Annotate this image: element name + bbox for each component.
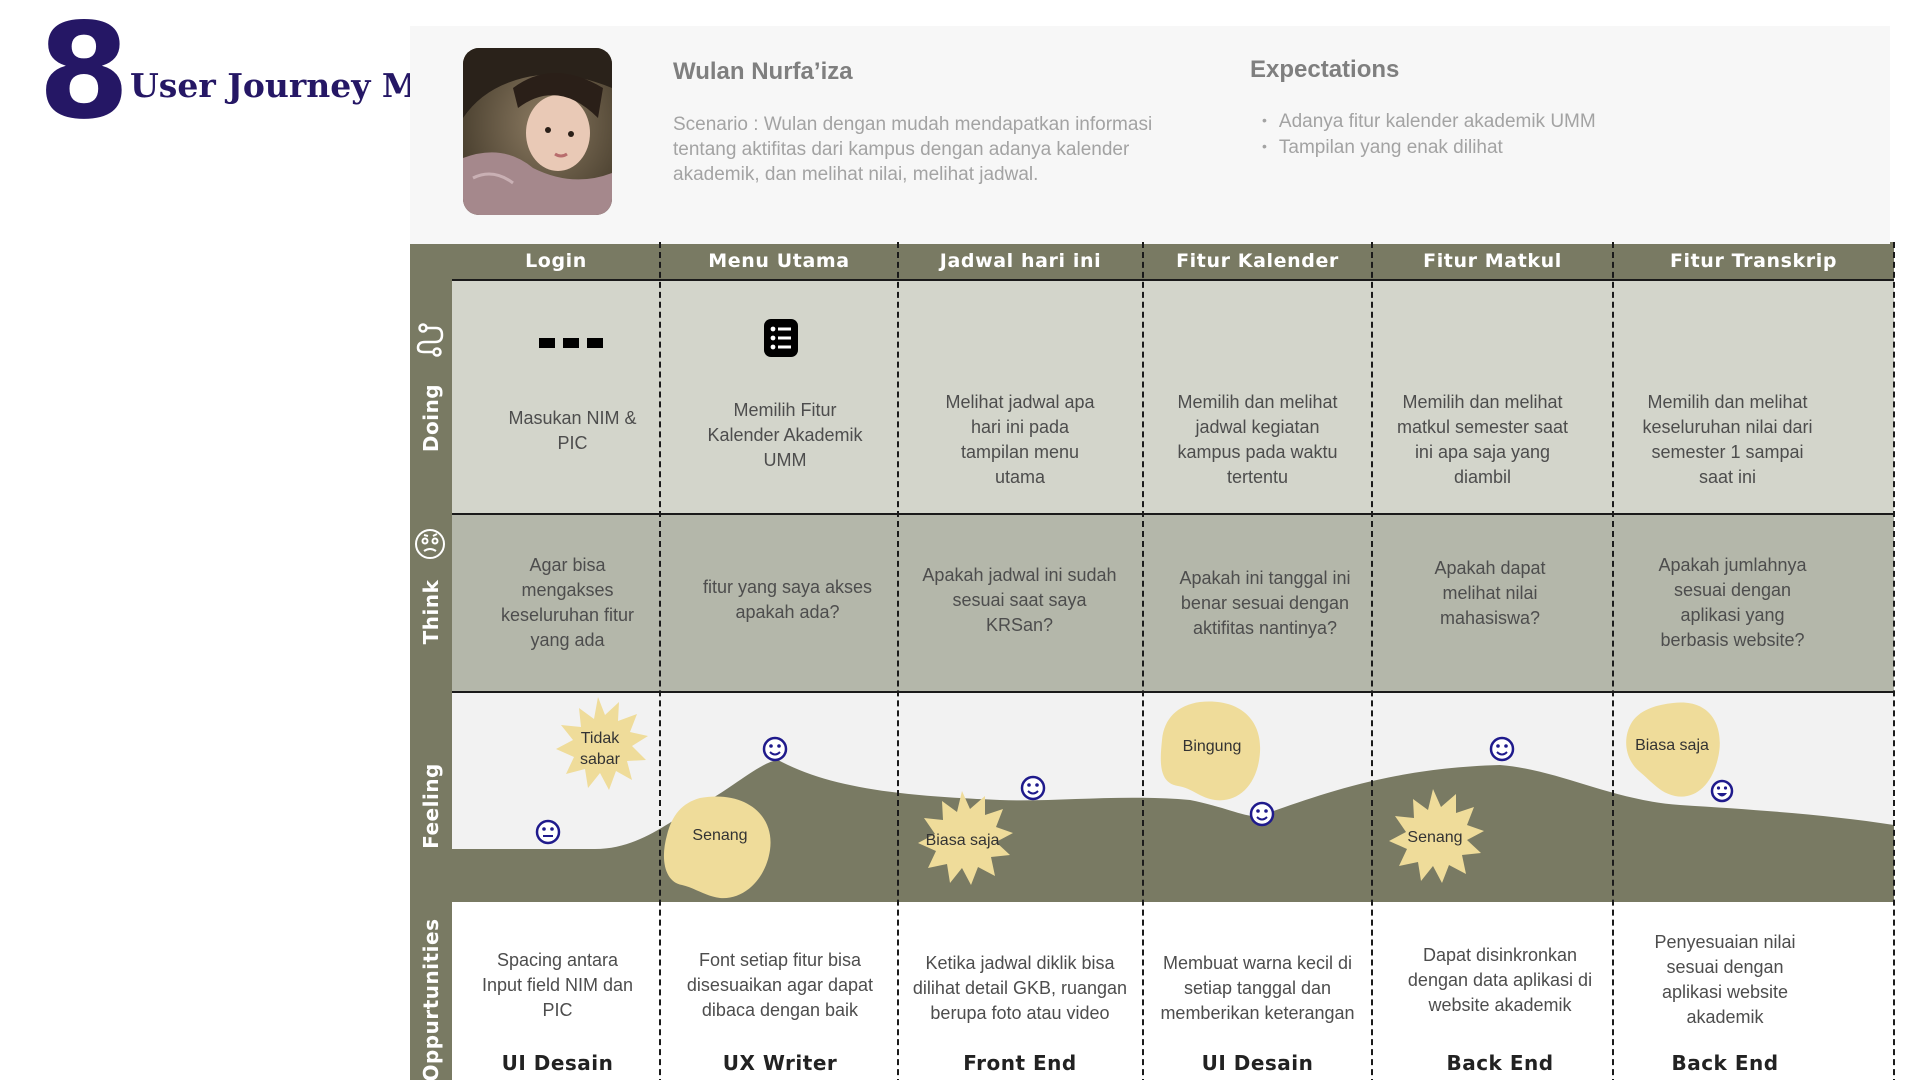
login-feeling-star [556,697,648,790]
grid-divider [452,691,1894,693]
stage-header-login: Login [525,250,587,272]
role-label: UX Writer [722,1051,838,1075]
feeling-label: Biasa saja [1635,737,1709,754]
think-cell: Apakah jadwal ini sudah sesuai saat saya… [922,564,1117,635]
smile-face-icon [762,736,788,762]
feeling-label: Tidak sabar [579,730,621,768]
doing-cell: Melihat jadwal apa hari ini pada tampila… [945,392,1095,487]
feeling-curve [452,760,1894,902]
smile-face-icon [1489,736,1515,762]
feeling-label: Bingung [1182,738,1242,755]
feeling-label: Senang [692,827,748,844]
expectations-list: Adanya fitur kalender akademik UMM Tampi… [1262,108,1596,160]
matkul-feeling-star [1389,789,1484,883]
opportunity-cell: Penyesuaian nilai sesuai dengan aplikasi… [1654,932,1796,1027]
route-icon [416,323,444,357]
opportunity-cell: Ketika jadwal diklik bisa dilihat detail… [912,952,1128,1023]
column-divider [1612,242,1614,1080]
smile-face-icon [1020,775,1046,801]
role-label: UI Desain [1201,1051,1314,1075]
password-dots-icon [539,338,603,348]
opportunity-cell: Font setiap fitur bisa disesuaikan agar … [686,949,874,1020]
feeling-label: Senang [1407,829,1463,846]
think-cell: fitur yang saya akses apakah ada? [702,577,873,622]
neutral-face-icon [535,819,561,845]
think-cell: Apakah dapat melihat nilai mahasiswa? [1434,557,1546,628]
expectation-item: Tampilan yang enak dilihat [1262,134,1596,160]
role-label: Back End [1446,1051,1554,1075]
doing-row-bg [452,280,1894,514]
stage-header-jadwal: Jadwal hari ini [939,250,1102,272]
stage-header-matkul: Fitur Matkul [1423,250,1562,272]
opportunity-row-bg [452,902,1894,1080]
smile-face-icon [1249,801,1275,827]
jadwal-feeling-star [918,791,1013,885]
header-band [410,242,1894,280]
think-row-bg [452,514,1894,692]
persona-photo [463,48,612,215]
role-label: Front End [963,1051,1077,1075]
transkrip-feeling-blob [1626,702,1720,797]
column-divider [1142,242,1144,1080]
column-divider [1371,242,1373,1080]
persona-photo-image [463,48,612,215]
column-divider [1893,242,1895,1080]
page-number: 8 [38,0,130,149]
page-title: User Journey Map [130,66,463,105]
thinking-face-icon [415,529,445,559]
opportunity-cell: Membuat warna kecil di setiap tanggal da… [1160,952,1355,1023]
menu-feeling-blob [663,796,771,899]
doing-cell: Memilih Fitur Kalender Akademik UMM [707,399,863,470]
expectations-title: Expectations [1250,56,1400,83]
column-divider [897,242,899,1080]
grid-divider [452,513,1894,515]
column-divider [659,242,661,1080]
opportunity-cell: Spacing antara Input field NIM dan PIC [481,949,634,1020]
think-cell: Apakah ini tanggal ini benar sesuai deng… [1179,567,1351,638]
persona-scenario: Scenario : Wulan dengan mudah mendapatka… [673,114,1153,185]
doing-cell: Memilih dan melihat jadwal kegiatan kamp… [1177,392,1338,487]
grin-face-icon [1710,779,1734,803]
doing-cell: Masukan NIM & PIC [508,408,637,453]
feeling-label: Biasa saja [925,832,1000,849]
think-cell: Apakah jumlahnya sesuai dengan aplikasi … [1658,555,1807,650]
list-menu-icon [764,319,798,357]
stage-header-kalender: Fitur Kalender [1176,250,1339,272]
persona-panel [410,26,1890,244]
doing-cell: Memilih dan melihat matkul semester saat… [1396,392,1569,487]
expectation-item: Adanya fitur kalender akademik UMM [1262,108,1596,134]
role-label: UI Desain [501,1051,614,1075]
role-label: Back End [1671,1051,1779,1075]
stage-header-menu-utama: Menu Utama [708,250,850,272]
think-cell: Agar bisa mengakses keseluruhan fitur ya… [500,555,635,650]
doing-cell: Memilih dan melihat keseluruhan nilai da… [1642,392,1813,487]
persona-name: Wulan Nurfa’iza [673,58,853,85]
stage-header-transkrip: Fitur Transkrip [1669,250,1838,272]
row-label-band [410,242,452,1080]
opportunity-cell: Dapat disinkronkan dengan data aplikasi … [1407,944,1593,1015]
kalender-feeling-blob [1160,701,1261,801]
grid-divider [452,279,1894,281]
